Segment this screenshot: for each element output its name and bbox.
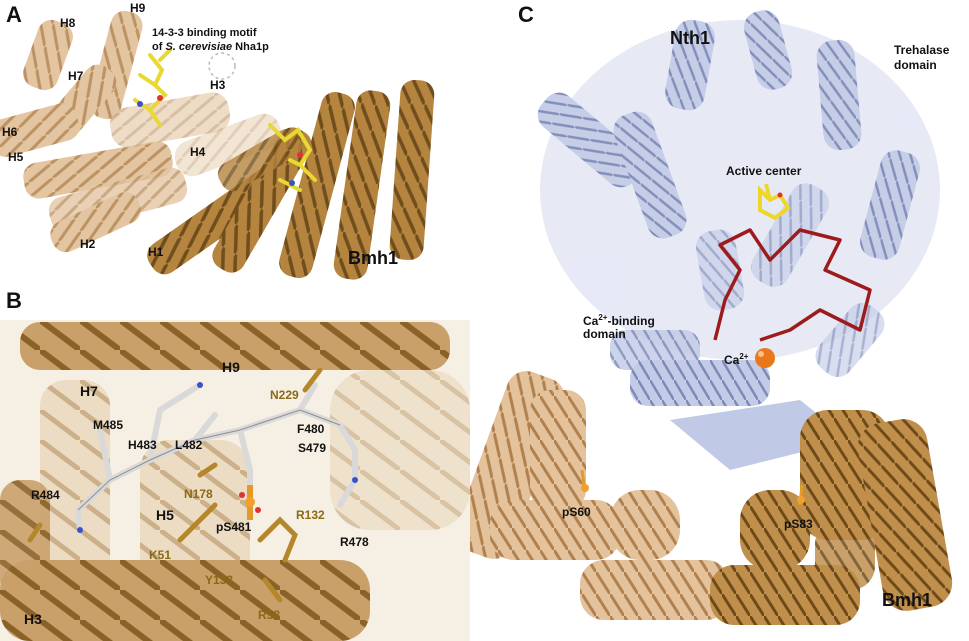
ca-ion-prefix: Ca: [724, 353, 740, 367]
panel-c-letter: C: [518, 2, 534, 27]
label-ps481: pS481: [216, 520, 252, 534]
label-ca-ion: Ca2+: [724, 350, 748, 367]
label-h7-b: H7: [80, 383, 98, 399]
nth1-red-loop: [713, 228, 872, 342]
label-ps83: pS83: [784, 517, 813, 531]
panel-c-structure: [470, 10, 953, 625]
panel-a-letter: A: [6, 2, 22, 27]
label-nth1: Nth1: [670, 28, 710, 48]
label-n229: N229: [270, 388, 299, 402]
bmh1-dimer-c: [470, 371, 953, 625]
peptide-sticks-outline: [77, 409, 341, 511]
label-bmh1-c: Bmh1: [882, 590, 933, 610]
helix-h3: [0, 560, 370, 641]
label-s479: S479: [298, 441, 327, 455]
label-h483: H483: [128, 438, 157, 452]
ps60-phosphate: [581, 484, 589, 492]
label-h8: H8: [60, 16, 76, 30]
label-h2: H2: [80, 237, 96, 251]
bmh1-light-subunit: [0, 10, 282, 253]
label-h9: H9: [130, 1, 146, 15]
ca-domain-suffix: -binding: [607, 314, 655, 328]
label-h9-b: H9: [222, 359, 240, 375]
label-y133: Y133: [205, 573, 234, 587]
label-ca-domain-line2: domain: [583, 327, 626, 341]
label-m485: M485: [93, 418, 124, 432]
label-r132: R132: [296, 508, 325, 522]
bmh1-dark-subunit: [147, 79, 435, 280]
label-motif-line2: of S. cerevisiae Nha1p: [152, 40, 269, 54]
label-motif-line1: 14-3-3 binding motif: [152, 27, 257, 39]
panel-c: C Nth1 Trehalase domain Active center Ca…: [470, 0, 969, 641]
label-n178: N178: [184, 487, 213, 501]
helix-h9: [20, 322, 450, 370]
label-l482: L482: [175, 438, 203, 452]
panel-b: B H9 H7 H5 H3 M485 H483 L482 F480 S479 R…: [0, 288, 470, 641]
label-r484: R484: [31, 488, 60, 502]
label-trehalase-line1: Trehalase: [894, 43, 950, 57]
panel-b-letter: B: [6, 288, 22, 313]
motif-protein: Nha1p: [232, 41, 269, 53]
label-r478: R478: [340, 535, 369, 549]
label-h3: H3: [210, 78, 226, 92]
label-h7: H7: [68, 69, 84, 83]
calcium-ion: [755, 348, 775, 368]
nth1-ca-binding-domain: [610, 330, 850, 470]
panel-a-structure: [0, 10, 435, 280]
bmh1-side-chains: [27, 367, 323, 603]
label-ps60: pS60: [562, 505, 591, 519]
ca-domain-sup: 2+: [598, 313, 608, 322]
panel-a: A H8 H9 H7 H3 H6 H5 H4 H2 H1 14-3-3 bind…: [0, 0, 470, 290]
label-bmh1-a: Bmh1: [348, 248, 399, 268]
helix-h7: [40, 380, 110, 600]
label-h3-b: H3: [24, 611, 42, 627]
ca-ion-sup: 2+: [739, 352, 749, 361]
label-h5-b: H5: [156, 507, 174, 523]
ligand-oxygen: [777, 192, 783, 198]
phosphate-group: [239, 485, 261, 520]
panel-b-structure: [0, 320, 470, 641]
disordered-h3-marker: [208, 52, 236, 80]
label-h1: H1: [148, 245, 164, 259]
label-ca-domain-line1: Ca2+-binding: [583, 311, 655, 328]
heteroatoms: [77, 382, 358, 533]
ligand-heteroatoms: [137, 95, 303, 186]
label-trehalase-line2: domain: [894, 58, 937, 72]
active-center-ligand: [758, 183, 791, 221]
label-h6: H6: [2, 125, 18, 139]
motif-prefix: of: [152, 41, 166, 53]
label-r58: R58: [258, 608, 281, 622]
label-h4: H4: [190, 145, 206, 159]
label-active-center: Active center: [726, 164, 802, 178]
ps83-phosphate: [797, 496, 805, 504]
motif-species: S. cerevisiae: [165, 41, 233, 53]
label-f480: F480: [297, 422, 325, 436]
label-k51: K51: [149, 548, 172, 562]
label-h5: H5: [8, 150, 24, 164]
ca-domain-prefix: Ca: [583, 314, 599, 328]
